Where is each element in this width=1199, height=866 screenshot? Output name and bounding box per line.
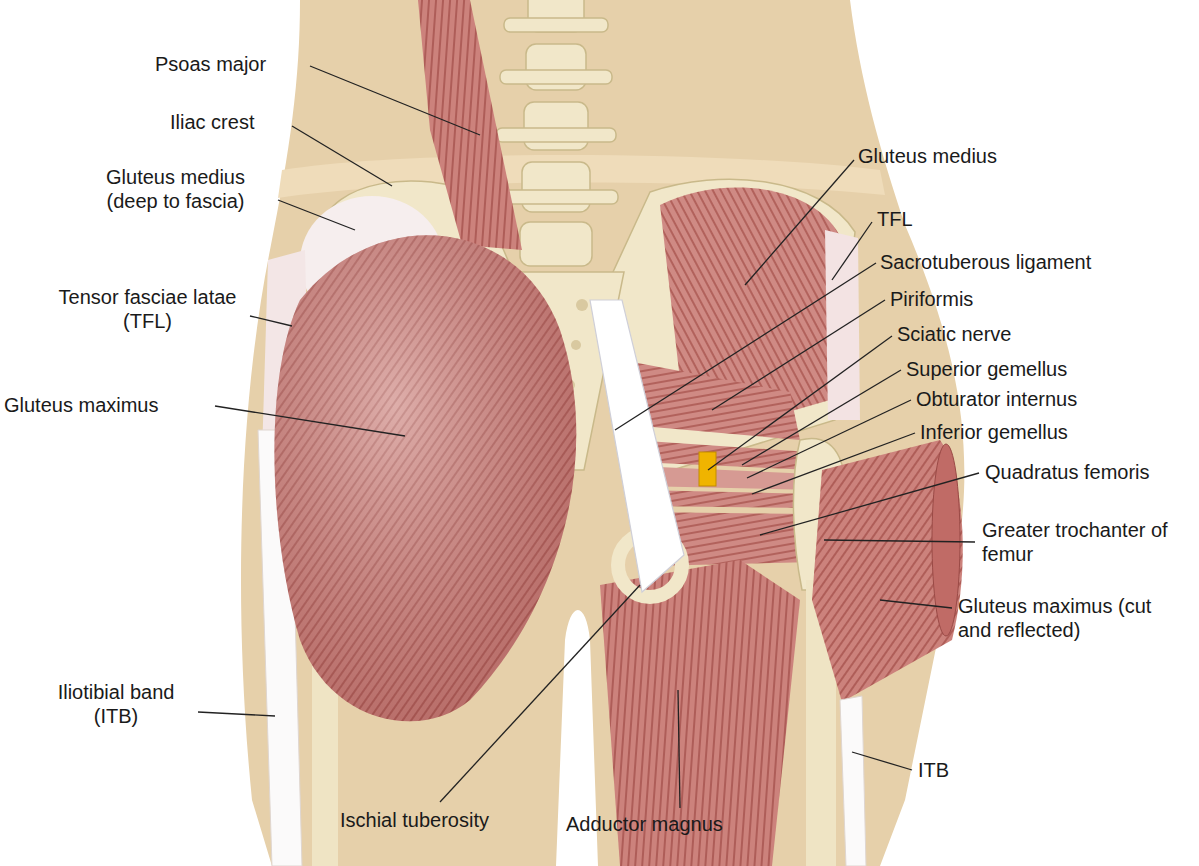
leader-line: [747, 400, 911, 478]
leader-line: [824, 540, 975, 542]
muscle-shading: [274, 235, 576, 721]
leader-line: [678, 690, 680, 808]
left-gluteus-maximus: [274, 235, 576, 721]
part-label: Obturator internus: [916, 387, 1077, 411]
vertebra: [500, 70, 612, 84]
part-label: Ischial tuberosity: [340, 808, 489, 832]
sciatic-nerve: [699, 452, 716, 486]
part-label: Gluteus maximus (cut and reflected): [958, 594, 1183, 642]
reflected-gluteus-maximus: [812, 440, 963, 702]
leader-line: [760, 473, 979, 535]
leader-line: [198, 712, 275, 716]
leader-line: [278, 200, 355, 230]
vertebra: [520, 222, 592, 266]
part-label: Piriformis: [890, 287, 973, 311]
leader-line: [712, 300, 885, 410]
part-label: Superior gemellus: [906, 357, 1067, 381]
part-label: Quadratus femoris: [985, 460, 1150, 484]
vertebra: [504, 18, 608, 32]
part-label: Sacrotuberous ligament: [880, 250, 1091, 274]
right-tfl: [825, 230, 860, 420]
part-label: Tensor fasciae latae (TFL): [45, 285, 250, 333]
leader-line: [708, 336, 892, 470]
part-label: Iliotibial band (ITB): [36, 680, 196, 728]
part-label: Gluteus medius (deep to fascia): [78, 165, 273, 213]
part-label: Psoas major: [155, 52, 266, 76]
leader-line: [215, 406, 405, 436]
leader-line: [615, 263, 876, 430]
sacrotuberous-ligament: [590, 300, 684, 592]
leader-line: [852, 752, 912, 770]
right-itb: [840, 696, 866, 866]
vertebra: [496, 128, 616, 142]
part-label: Greater trochanter of femur: [982, 518, 1177, 566]
leader-line: [310, 66, 480, 135]
leader-line: [745, 160, 854, 285]
part-label: Gluteus medius: [858, 144, 997, 168]
leader-line: [250, 316, 292, 326]
psoas-major: [418, 0, 522, 250]
leader-lines: [198, 66, 979, 808]
vertebra: [494, 190, 618, 204]
leader-line: [742, 370, 901, 465]
part-label: Iliac crest: [170, 110, 254, 134]
part-label: Sciatic nerve: [897, 322, 1012, 346]
part-label: Inferior gemellus: [920, 420, 1068, 444]
body-silhouette: [241, 0, 964, 866]
part-label: TFL: [877, 207, 913, 231]
part-label: Gluteus maximus: [4, 393, 159, 417]
leader-line: [832, 222, 872, 280]
part-label: Adductor magnus: [566, 812, 723, 836]
leader-line: [752, 433, 915, 494]
vertebra: [524, 102, 588, 150]
leader-line: [440, 585, 640, 802]
leader-line: [292, 126, 392, 186]
part-label: ITB: [918, 758, 949, 782]
leader-line: [880, 600, 952, 608]
